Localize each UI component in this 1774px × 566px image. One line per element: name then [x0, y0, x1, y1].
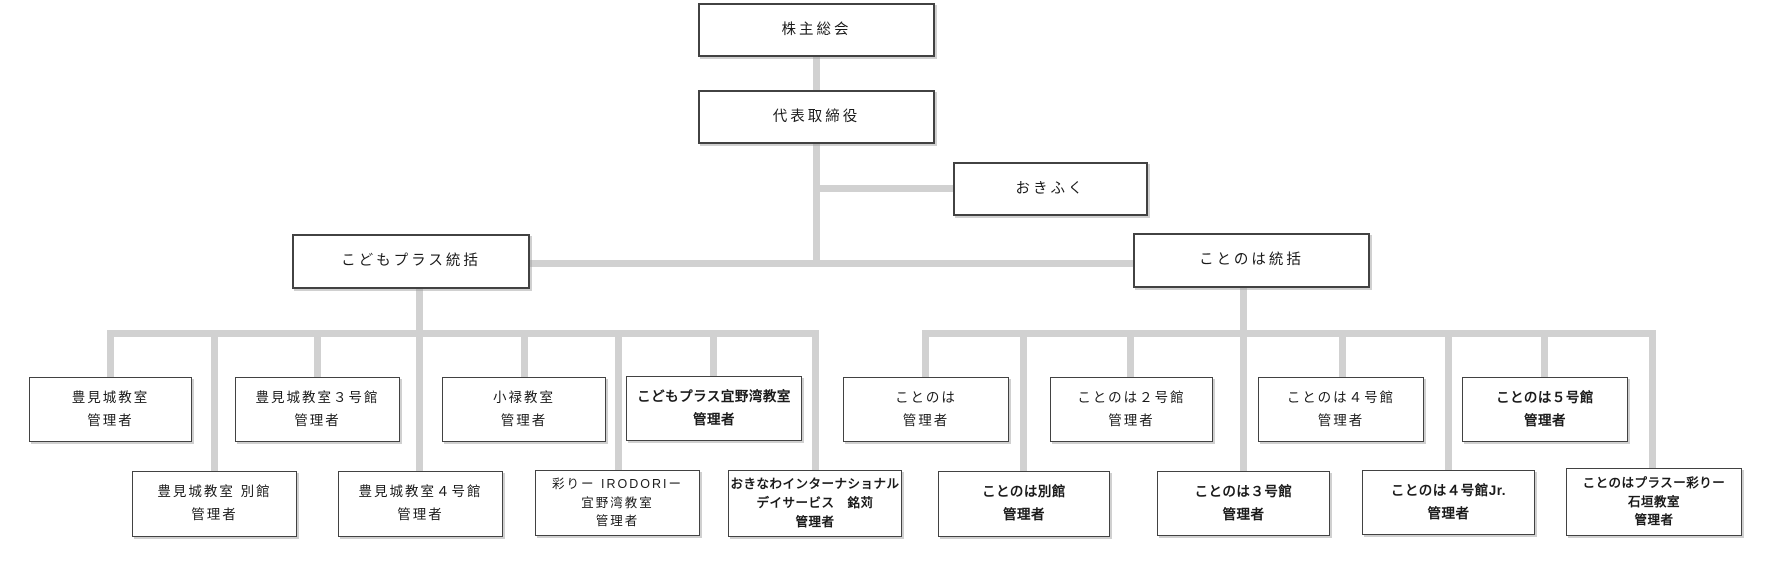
- org-node-label-line: ことのは５号館: [1496, 389, 1594, 405]
- org-node-kotonoha-4-goukan: ことのは４号館管理者: [1258, 377, 1424, 442]
- org-node-label-line: ことのは４号館: [1286, 389, 1396, 405]
- connector-drop-tomigusuku-3: [314, 337, 321, 377]
- org-node-label-line: おきふく: [1015, 180, 1086, 197]
- connector-drop-irodori: [615, 337, 622, 470]
- org-node-okinawa-international-day-service-mekaru: おきなわインターナショナルデイサービス 銘苅管理者: [728, 470, 902, 537]
- connector-line-left-bus: [107, 330, 819, 337]
- org-node-label-line: ことのは別館: [982, 484, 1066, 500]
- connector-drop-tomigusuku-bekkan: [211, 337, 218, 471]
- org-node-kotonoha: ことのは管理者: [843, 377, 1009, 442]
- org-node-label-line: 宜野湾教室: [581, 495, 654, 510]
- connector-drop-kotonoha-4-jr: [1445, 337, 1452, 470]
- org-node-label-line: 代表取締役: [772, 108, 861, 125]
- org-node-label-line: 管理者: [795, 514, 835, 529]
- org-node-kotonoha-bekkan: ことのは別館管理者: [938, 471, 1110, 537]
- connector-drop-kotonoha-3: [1240, 337, 1247, 471]
- org-node-kotonoha-toukatsu: ことのは統括: [1133, 233, 1370, 288]
- org-node-label-line: 豊見城教室 別館: [157, 484, 272, 500]
- connector-line-to-okifuku: [820, 185, 953, 192]
- connector-drop-tomigusuku: [107, 337, 114, 377]
- connector-line-kodomo-toukatsu-drop: [416, 289, 423, 336]
- org-node-label-line: ことのは統括: [1199, 252, 1304, 269]
- org-node-label-line: 石垣教室: [1627, 494, 1680, 509]
- org-node-representative-director: 代表取締役: [698, 90, 935, 144]
- org-node-label-line: ことのはプラスー彩りー: [1582, 475, 1726, 490]
- connector-drop-kotonoha-bekkan: [1020, 337, 1027, 471]
- connector-drop-kotonoha: [922, 337, 929, 377]
- org-node-kotonoha-3-goukan: ことのは３号館管理者: [1157, 471, 1330, 536]
- org-node-label-line: 管理者: [595, 514, 640, 529]
- org-node-kotonoha-plus-irodori-ishigaki: ことのはプラスー彩りー石垣教室管理者: [1566, 468, 1742, 536]
- org-node-kotonoha-5-goukan: ことのは５号館管理者: [1462, 377, 1628, 442]
- connector-drop-kotonoha-5: [1541, 337, 1548, 377]
- org-node-label-line: 管理者: [1108, 412, 1155, 428]
- org-node-label-line: 株主総会: [781, 21, 852, 38]
- org-node-label-line: 管理者: [1427, 505, 1470, 521]
- org-node-tomigusuku-bekkan: 豊見城教室 別館管理者: [132, 471, 297, 537]
- org-node-label-line: こどもプラス統括: [341, 253, 481, 270]
- connector-drop-kotonoha-2: [1127, 337, 1134, 377]
- org-node-label-line: 管理者: [902, 412, 950, 428]
- org-node-label-line: 管理者: [1524, 412, 1566, 428]
- org-node-label-line: 管理者: [1317, 412, 1365, 428]
- org-node-label-line: ことのは３号館: [1194, 483, 1293, 499]
- connector-line-right-bus: [922, 330, 1656, 337]
- connector-line-director-down: [813, 144, 820, 267]
- org-node-label-line: 豊見城教室４号館: [358, 484, 483, 500]
- org-node-label-line: 小禄教室: [493, 389, 555, 405]
- org-node-label-line: ことのは: [895, 389, 957, 405]
- org-node-label-line: 管理者: [191, 507, 238, 522]
- org-node-label-line: 管理者: [693, 411, 735, 427]
- org-node-irodori-ginowan: 彩りー IRODORIー宜野湾教室管理者: [535, 470, 700, 536]
- org-node-oroku-kyoshitsu: 小禄教室管理者: [442, 377, 606, 442]
- org-node-label-line: 管理者: [294, 412, 341, 428]
- org-node-label-line: 彩りー IRODORIー: [552, 476, 683, 491]
- org-node-label-line: 管理者: [1003, 507, 1045, 522]
- connector-line-shareholders-to-director: [813, 57, 820, 90]
- org-node-label-line: デイサービス 銘苅: [756, 496, 874, 511]
- org-node-label-line: 豊見城教室３号館: [255, 389, 380, 405]
- org-node-tomigusuku-4-goukan: 豊見城教室４号館管理者: [338, 471, 503, 537]
- connector-drop-tomigusuku-4: [416, 337, 423, 471]
- org-node-kotonoha-4-goukan-jr: ことのは４号館Jr. 管理者: [1362, 470, 1535, 535]
- connector-drop-kotonoha-4: [1339, 337, 1346, 377]
- org-node-okifuku: おきふく: [953, 162, 1148, 216]
- connector-drop-kotonoha-plus-irodori: [1649, 337, 1656, 468]
- org-node-label-line: 豊見城教室: [71, 389, 150, 405]
- connector-line-kotonoha-toukatsu-drop: [1240, 288, 1247, 336]
- org-node-kodomo-plus-ginowan: こどもプラス宜野湾教室管理者: [626, 376, 802, 441]
- org-node-shareholders-meeting: 株主総会: [698, 3, 935, 57]
- org-node-label-line: 管理者: [397, 507, 444, 522]
- org-node-label-line: ことのは２号館: [1077, 389, 1186, 405]
- org-node-tomigusuku-3-goukan: 豊見城教室３号館管理者: [235, 377, 400, 442]
- org-node-label-line: 管理者: [1222, 506, 1265, 522]
- org-node-kotonoha-2-goukan: ことのは２号館管理者: [1050, 377, 1213, 442]
- org-node-label-line: ことのは４号館Jr.: [1390, 482, 1507, 498]
- org-node-label-line: 管理者: [87, 412, 134, 428]
- connector-drop-kodomo-plus-ginowan: [710, 337, 717, 376]
- org-node-label-line: 管理者: [1634, 513, 1674, 528]
- connector-drop-oroku: [521, 337, 528, 377]
- connector-line-split-bus: [530, 260, 1133, 267]
- org-node-tomigusuku-kyoshitsu: 豊見城教室管理者: [29, 377, 192, 442]
- org-node-kodomo-plus-toukatsu: こどもプラス統括: [292, 234, 530, 289]
- org-node-label-line: 管理者: [500, 412, 548, 428]
- org-node-label-line: こどもプラス宜野湾教室: [637, 388, 791, 404]
- connector-drop-okinawa-international: [812, 337, 819, 470]
- org-node-label-line: おきなわインターナショナル: [730, 477, 900, 492]
